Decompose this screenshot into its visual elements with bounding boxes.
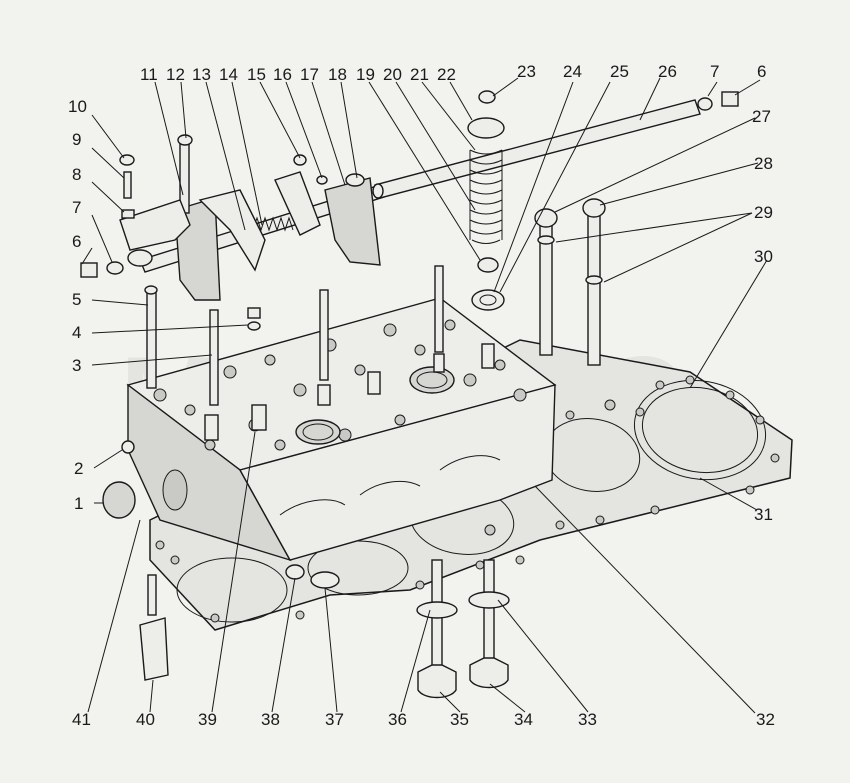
callout-7-left: 7 — [72, 198, 81, 217]
callout-15: 15 — [247, 65, 266, 84]
callout-24: 24 — [563, 62, 582, 81]
callout-20: 20 — [383, 65, 402, 84]
callout-36: 36 — [388, 710, 407, 729]
callout-17: 17 — [300, 65, 319, 84]
callout-8: 8 — [72, 165, 81, 184]
rocker-assembly — [80, 134, 385, 331]
callout-29: 29 — [754, 203, 773, 222]
valve-spring — [467, 90, 505, 311]
pushrods — [534, 198, 606, 366]
callout-5: 5 — [72, 290, 81, 309]
callout-22: 22 — [437, 65, 456, 84]
callout-30: 30 — [754, 247, 773, 266]
cylinder-head — [126, 297, 557, 562]
callout-6-left: 6 — [72, 232, 81, 251]
callout-12: 12 — [166, 65, 185, 84]
callout-26: 26 — [658, 62, 677, 81]
callout-27: 27 — [752, 107, 771, 126]
callout-4: 4 — [72, 323, 81, 342]
leader-lines — [81, 77, 768, 714]
callout-3: 3 — [72, 356, 81, 375]
callout-32: 32 — [756, 710, 775, 729]
callout-6-right: 6 — [757, 62, 766, 81]
callout-7-right: 7 — [710, 62, 719, 81]
callout-11: 11 — [140, 65, 158, 84]
callout-34: 34 — [514, 710, 533, 729]
callout-18: 18 — [328, 65, 347, 84]
callout-31: 31 — [754, 505, 773, 524]
valves — [416, 559, 510, 699]
callout-14: 14 — [219, 65, 238, 84]
callout-39: 39 — [198, 710, 217, 729]
callout-33: 33 — [578, 710, 597, 729]
studs — [144, 265, 444, 406]
callout-37: 37 — [325, 710, 344, 729]
callout-1: 1 — [74, 494, 83, 513]
callout-23: 23 — [517, 62, 536, 81]
callout-35: 35 — [450, 710, 469, 729]
callout-16: 16 — [273, 65, 292, 84]
callout-25: 25 — [610, 62, 629, 81]
callout-38: 38 — [261, 710, 280, 729]
callout-10: 10 — [68, 97, 87, 116]
callout-19: 19 — [356, 65, 375, 84]
callout-21: 21 — [410, 65, 429, 84]
callout-2: 2 — [74, 459, 83, 478]
callout-40: 40 — [136, 710, 155, 729]
callout-labels: 11 12 13 14 15 16 17 18 19 20 21 22 23 2… — [68, 62, 775, 729]
callout-41: 41 — [72, 710, 91, 729]
lower-parts — [102, 440, 340, 681]
callout-9: 9 — [72, 130, 81, 149]
rocker-shaft-26 — [372, 91, 739, 199]
callout-28: 28 — [754, 154, 773, 173]
callout-13: 13 — [192, 65, 211, 84]
